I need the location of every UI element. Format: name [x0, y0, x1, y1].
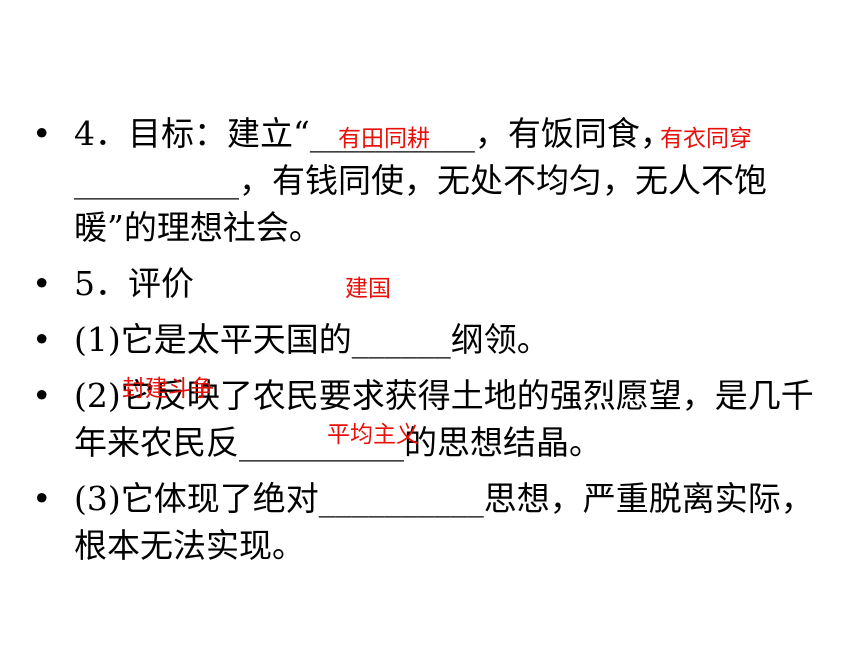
answer-blank-4: 平均主义 — [327, 422, 419, 448]
bullet-text-eval-1: (1)它是太平天国的______纲领。 — [74, 320, 550, 359]
bullet-dot: • — [32, 320, 52, 359]
bullet-item-eval-3: • (3)它体现了绝对__________思想，严重脱离实际，根本无法实现。 — [28, 475, 828, 569]
answer-blank-2: 有衣同穿 — [660, 126, 752, 152]
bullet-dot: • — [32, 264, 52, 303]
bullet-text-goal: 4．目标：建立“__________，有饭同食，__________，有钱同使，… — [74, 114, 767, 247]
bullet-item-goal: • 4．目标：建立“__________，有饭同食，__________，有钱同… — [28, 110, 828, 251]
bullet-dot: • — [32, 479, 52, 518]
bullet-dot: • — [32, 114, 52, 153]
bullet-list: • 4．目标：建立“__________，有饭同食，__________，有钱同… — [28, 110, 828, 578]
bullet-text-evaluation: 5．评价 — [74, 264, 194, 303]
bullet-text-eval-2: (2)它反映了农民要求获得土地的强烈愿望，是几千年来农民反__________的… — [74, 376, 814, 462]
bullet-item-eval-1: • (1)它是太平天国的______纲领。 — [28, 316, 828, 363]
bullet-text-eval-3: (3)它体现了绝对__________思想，严重脱离实际，根本无法实现。 — [74, 479, 814, 565]
bullet-item-eval-2: • (2)它反映了农民要求获得土地的强烈愿望，是几千年来农民反_________… — [28, 372, 828, 466]
answer-blank-5: 封建斗争 — [122, 376, 214, 402]
answer-blank-3: 建国 — [345, 276, 391, 302]
answer-blank-1: 有田同耕 — [338, 126, 430, 152]
bullet-item-evaluation: • 5．评价 — [28, 260, 828, 307]
bullet-dot: • — [32, 376, 52, 415]
